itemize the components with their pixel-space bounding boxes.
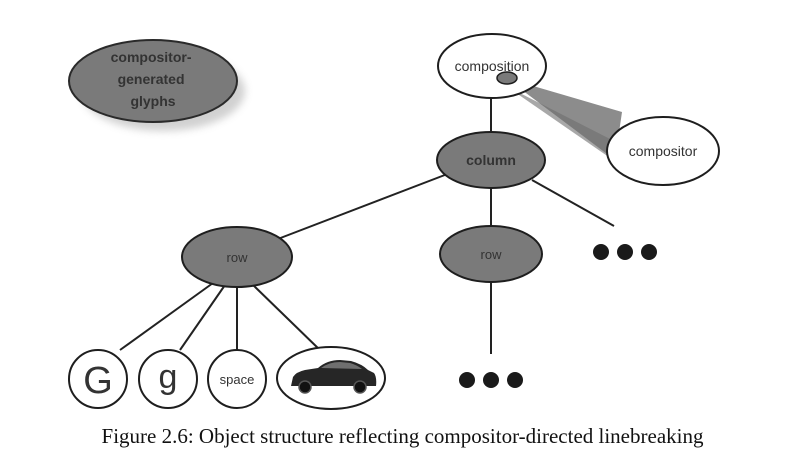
legend-generated-glyphs: compositor- generated glyphs bbox=[68, 39, 245, 131]
glyph-space-label: space bbox=[220, 372, 255, 387]
column-label: column bbox=[466, 152, 516, 168]
edge-column-row-left bbox=[269, 172, 451, 243]
edge-row-left-car bbox=[251, 283, 323, 353]
glyph-g-node: g bbox=[138, 349, 198, 409]
legend-line-2: generated bbox=[118, 71, 185, 87]
edge-column-more bbox=[531, 179, 615, 227]
compositor-beam-shadow bbox=[506, 86, 616, 162]
glyph-G-node: G bbox=[68, 349, 128, 409]
figure-caption: Figure 2.6: Object structure reflecting … bbox=[101, 424, 704, 448]
edge-row-left-g bbox=[179, 284, 226, 351]
compositor-node: compositor bbox=[606, 116, 720, 186]
row-right-node: row bbox=[439, 225, 543, 283]
legend-ellipse bbox=[68, 39, 238, 123]
svg-text:compositor- generated: compositor- generated glyphs bbox=[111, 49, 196, 109]
composition-node: composition bbox=[437, 33, 547, 99]
row-right-label: row bbox=[481, 247, 503, 262]
legend-line-1: compositor- bbox=[111, 49, 192, 65]
row-left-label: row bbox=[227, 250, 249, 265]
glyph-car-node bbox=[276, 346, 386, 410]
ellipsis-icon bbox=[593, 244, 657, 260]
row-left-node: row bbox=[181, 226, 293, 288]
ellipsis-icon bbox=[459, 372, 523, 388]
composition-compositor-socket bbox=[496, 71, 518, 85]
glyph-G-label: G bbox=[83, 360, 113, 402]
legend-line-3: glyphs bbox=[130, 93, 175, 109]
column-node: column bbox=[436, 131, 546, 189]
object-structure-diagram: compositor- generated glyphs composition… bbox=[68, 33, 720, 410]
glyph-space-node: space bbox=[207, 349, 267, 409]
compositor-label: compositor bbox=[629, 143, 698, 159]
car-icon bbox=[291, 360, 377, 394]
edge-row-left-G bbox=[119, 282, 214, 351]
glyph-g-label: g bbox=[159, 358, 178, 396]
composition-label: composition bbox=[455, 58, 530, 74]
